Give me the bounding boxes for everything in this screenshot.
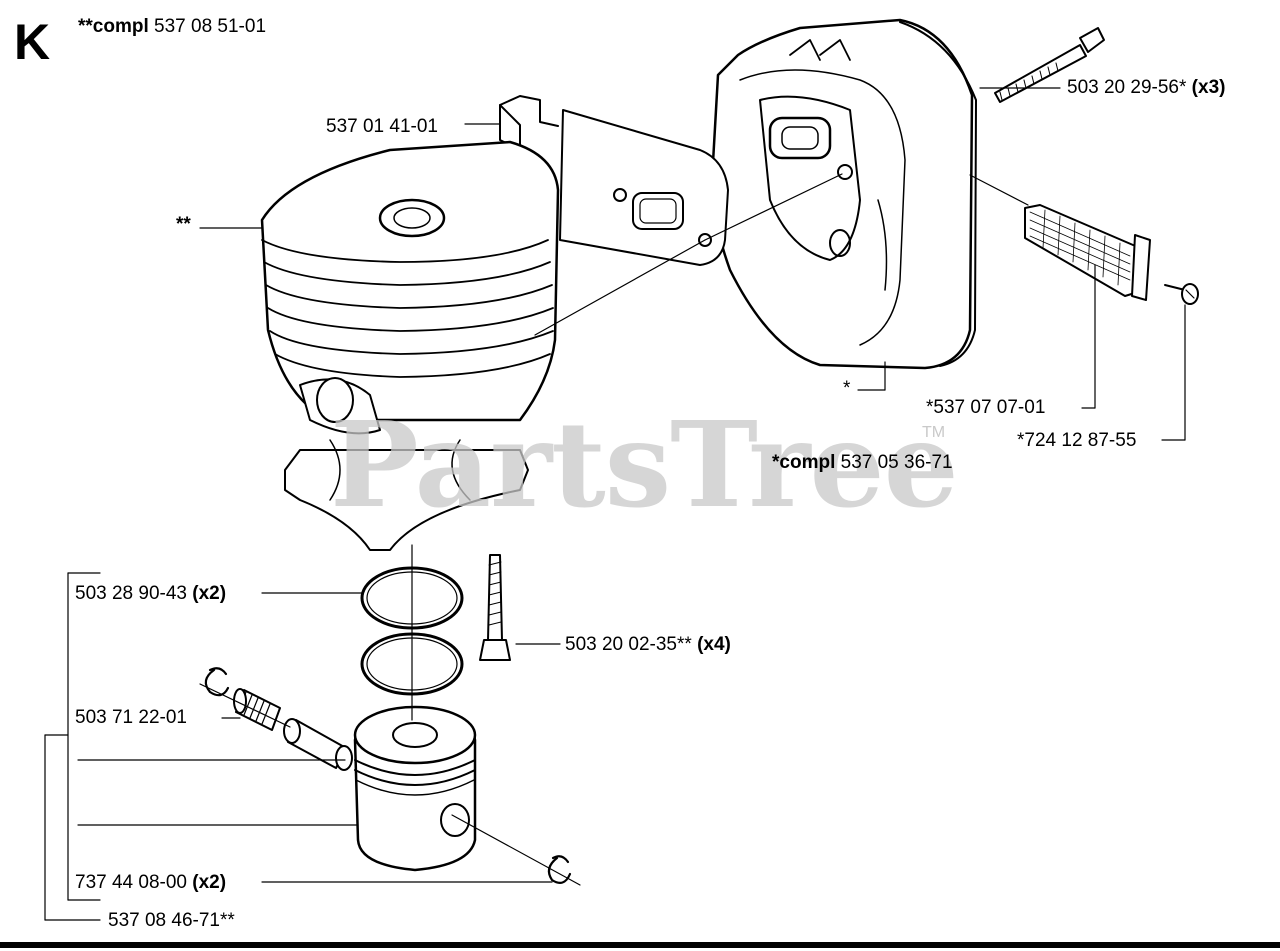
screw-icon bbox=[1164, 283, 1199, 305]
gasket-icon bbox=[499, 95, 729, 266]
leader-lines bbox=[44, 87, 1186, 921]
part-label-cylinder-screw[interactable]: 503 20 02-35** (x4) bbox=[565, 634, 731, 656]
piston-icon bbox=[353, 705, 477, 872]
quantity: (x2) bbox=[192, 872, 227, 893]
muffler-mark: * bbox=[843, 378, 851, 399]
quantity: (x3) bbox=[1191, 77, 1226, 98]
muffler-assembly-label: *compl 537 05 36-71 bbox=[772, 452, 953, 474]
part-label-piston-kit[interactable]: 537 08 46-71** bbox=[108, 910, 235, 931]
compl-prefix: **compl bbox=[78, 16, 149, 37]
cylinder-mark: ** bbox=[176, 214, 191, 235]
quantity: (x2) bbox=[192, 583, 227, 604]
part-number: 503 20 29-56* bbox=[1067, 77, 1187, 98]
spark-screen-icon bbox=[969, 174, 1151, 301]
part-label-piston-ring[interactable]: 503 28 90-43 (x2) bbox=[75, 583, 226, 605]
bottom-rule bbox=[0, 942, 1280, 948]
part-label-screen-screw[interactable]: *724 12 87-55 bbox=[1017, 430, 1137, 451]
cylinder-screw-icon bbox=[479, 554, 511, 661]
section-letter: K bbox=[14, 14, 51, 70]
part-number: 737 44 08-00 bbox=[75, 872, 187, 893]
part-label-circlip[interactable]: 737 44 08-00 (x2) bbox=[75, 872, 226, 894]
part-number: 503 28 90-43 bbox=[75, 583, 187, 604]
watermark: PartsTree bbox=[330, 395, 959, 534]
part-number: 537 08 51-01 bbox=[154, 16, 267, 37]
watermark-tm: TM bbox=[922, 424, 946, 441]
part-number: 503 20 02-35** bbox=[565, 634, 692, 655]
piston-pin-icon bbox=[283, 718, 353, 771]
part-label-gasket[interactable]: 537 01 41-01 bbox=[326, 116, 438, 137]
cylinder-assembly-label: **compl 537 08 51-01 bbox=[78, 16, 266, 38]
circlip-icon bbox=[204, 667, 572, 884]
cylinder-icon bbox=[260, 140, 560, 551]
muffler-icon bbox=[710, 18, 977, 370]
quantity: (x4) bbox=[697, 634, 731, 655]
part-label-muffler-bolt[interactable]: 503 20 29-56* (x3) bbox=[1067, 77, 1225, 99]
part-label-needle-bearing[interactable]: 503 71 22-01 bbox=[75, 707, 187, 728]
compl-prefix: *compl bbox=[772, 452, 836, 473]
part-label-spark-screen[interactable]: *537 07 07-01 bbox=[926, 397, 1046, 418]
needle-bearing-icon bbox=[233, 688, 281, 731]
part-number: 537 05 36-71 bbox=[840, 452, 953, 473]
